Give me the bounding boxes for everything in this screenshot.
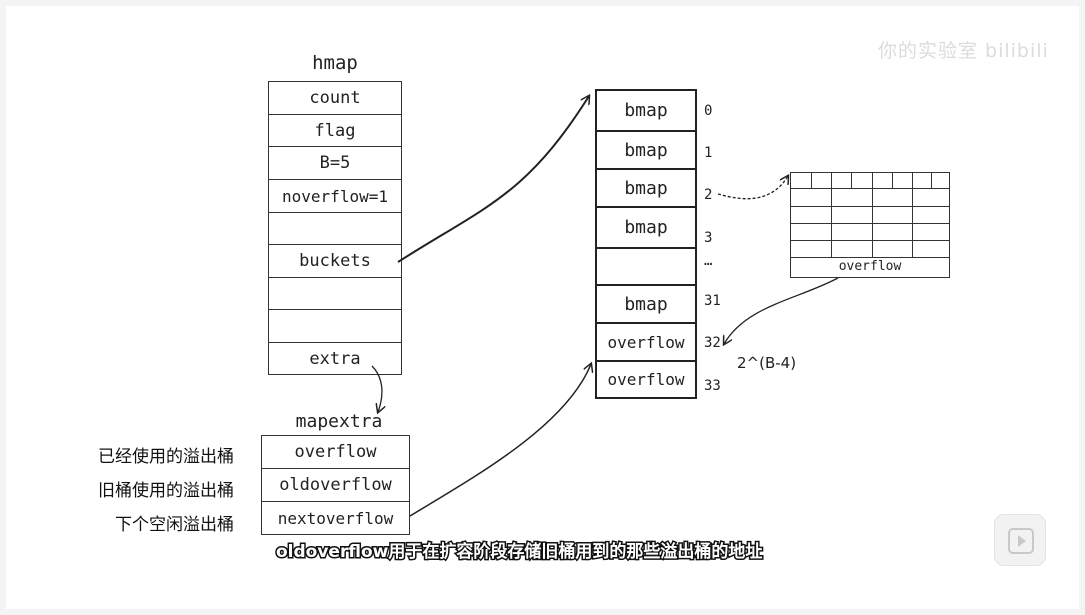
arrow-bucket2-to-bmap-detail [717,176,788,200]
bucket-index-ellipsis: … [704,253,713,269]
bucket-bmap: bmap [595,284,697,324]
bmap-detail-overflow-label: overflow [838,259,902,274]
bilibili-watermark: 你的实验室 bilibili [878,40,1049,62]
mapextra-field-oldoverflow: oldoverflow [261,468,410,502]
bucket-bmap: bmap [595,130,697,170]
bmap-grid-lines [791,173,949,258]
hmap-field-extra: extra [268,342,402,375]
arrow-nextoverflow-to-overflow [409,364,591,517]
play-icon [1008,528,1034,554]
mapextra-desc-oldoverflow: 旧桶使用的溢出桶 [98,481,234,501]
arrow-buckets-to-array [397,96,589,263]
hmap-field-empty [268,309,402,343]
mapextra-desc-overflow: 已经使用的溢出桶 [98,447,234,467]
arrow-extra-to-mapextra [371,365,382,412]
mapextra-field-nextoverflow: nextoverflow [261,501,410,535]
bucket-index: 33 [704,378,721,394]
hmap-title: hmap [312,52,358,74]
video-subtitle: oldoverflow用于在扩容阶段存储旧桶用到的那些溢出桶的地址 [274,541,763,564]
bucket-bmap: bmap [595,206,697,249]
hmap-field-flag: flag [268,114,402,147]
arrow-bmap-overflow-to-bucket32 [724,277,839,344]
bucket-index: 2 [704,187,713,203]
bucket-overflow: overflow [595,360,697,399]
formula-label: 2^(B-4) [737,354,797,372]
bmap-detail-grid: overflow [790,172,950,278]
diagram-canvas: hmap count flag B=5 noverflow=1 buckets … [6,6,1079,609]
play-button[interactable] [994,514,1046,566]
hmap-field-empty [268,277,402,310]
mapextra-desc-nextoverflow: 下个空闲溢出桶 [115,515,234,535]
hmap-field-buckets: buckets [268,244,402,278]
bucket-index: 3 [704,230,713,246]
connector-arrows [371,6,839,517]
bucket-bmap: bmap [595,168,697,208]
mapextra-title: mapextra [295,411,383,432]
bucket-index: 32 [704,335,721,351]
bucket-index: 31 [704,293,721,309]
bucket-index: 0 [704,103,713,119]
hmap-field-noverflow: noverflow=1 [268,179,402,213]
bucket-index: 1 [704,145,713,161]
